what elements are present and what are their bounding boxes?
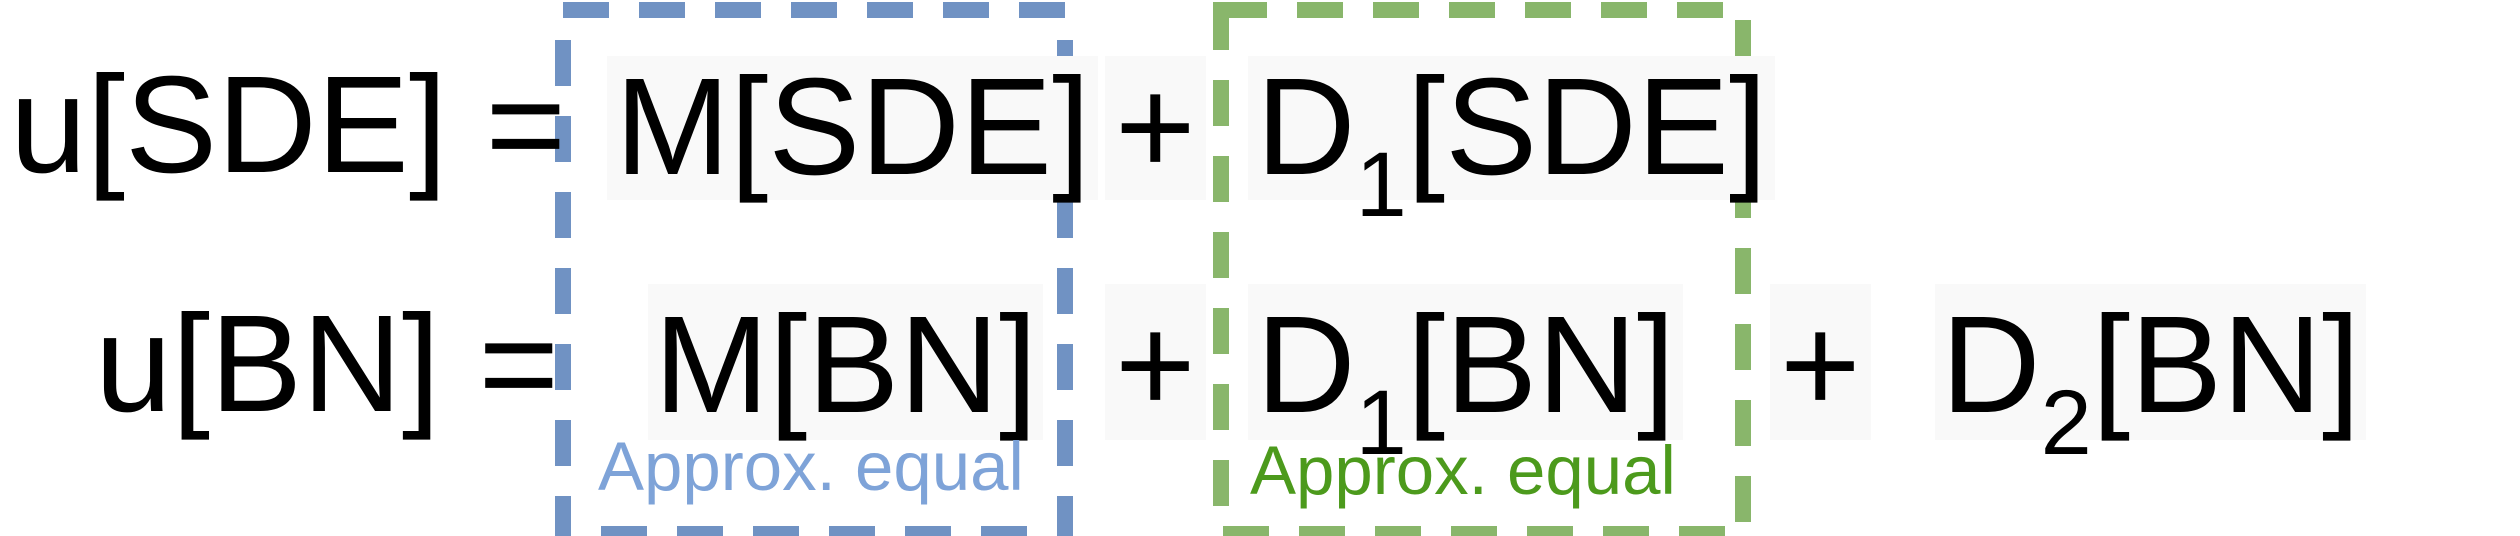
row2-d1-arg: [BN] (1406, 288, 1676, 442)
row2-d1-term: D1[BN] (1248, 284, 1684, 469)
row1-plus: + (1105, 56, 1206, 200)
blue-approx-label: Approx. equal (598, 428, 1024, 505)
row2-d1-letter: D (1256, 288, 1356, 442)
row1-d1-arg: [SDE] (1406, 50, 1768, 204)
row1-d1-subscript: 1 (1355, 134, 1407, 236)
row2-plus1: + (1105, 284, 1206, 440)
row1-m-term: M[SDE] (607, 56, 1099, 200)
green-approx-label: Approx. equal (1250, 432, 1676, 509)
row2-m-term: M[BN] (648, 284, 1044, 440)
row2-d2-letter: D (1941, 288, 2041, 442)
row1-d1-term: D1[SDE] (1248, 56, 1776, 231)
row1-lhs: u[SDE] = (10, 48, 567, 202)
m-group-box (555, 2, 1073, 536)
row2-plus2: + (1770, 284, 1871, 440)
row2-d2-arg: [BN] (2091, 288, 2361, 442)
row2-d1-subscript: 1 (1355, 372, 1407, 474)
row2-d2-term: D2[BN] (1935, 284, 2367, 469)
row1-d1-letter: D (1256, 50, 1356, 204)
row2-lhs: u[BN] = (95, 287, 560, 441)
row2-d2-subscript: 2 (2040, 372, 2092, 474)
d1-group-box (1213, 2, 1751, 536)
